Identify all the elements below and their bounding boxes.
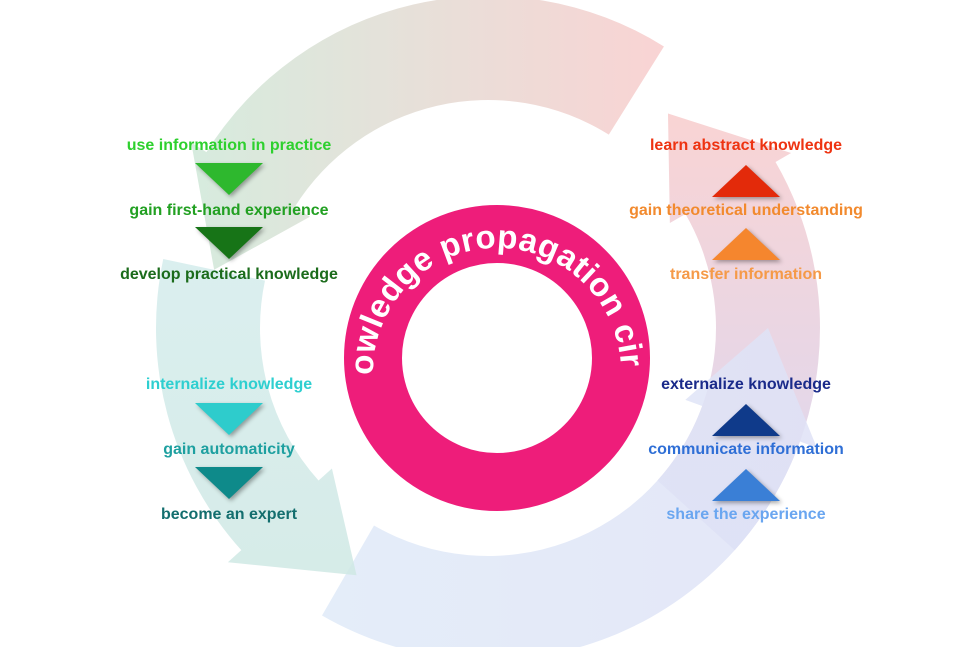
label-internalize: internalize knowledge: [145, 376, 313, 393]
arrow-bottom: [322, 328, 817, 647]
label-use-information: use information in practice: [126, 137, 332, 154]
label-gain-theoretical: gain theoretical understanding: [629, 202, 863, 219]
label-learn-abstract: learn abstract knowledge: [649, 137, 843, 154]
label-transfer-information: transfer information: [669, 266, 823, 283]
triangle-down-icon: [195, 467, 263, 499]
label-externalize: externalize knowledge: [661, 376, 831, 393]
triangle-up-icon: [712, 228, 780, 260]
triangle-up-icon: [712, 469, 780, 501]
triangle-up-icon: [712, 404, 780, 436]
label-develop-practical: develop practical knowledge: [120, 266, 338, 283]
label-share-experience: share the experience: [666, 506, 826, 523]
triangle-down-icon: [195, 163, 263, 195]
arrow-top: [191, 0, 664, 270]
label-gain-automaticity: gain automaticity: [163, 441, 295, 458]
circle-title: knowledge propagation circle: [0, 0, 651, 376]
label-communicate: communicate information: [648, 441, 844, 458]
triangle-up-icon: [712, 165, 780, 197]
label-gain-first-hand: gain first-hand experience: [129, 202, 329, 219]
ring-shape: [344, 205, 650, 511]
triangle-down-icon: [195, 227, 263, 259]
triangle-down-icon: [195, 403, 263, 435]
label-become-expert: become an expert: [160, 506, 298, 523]
